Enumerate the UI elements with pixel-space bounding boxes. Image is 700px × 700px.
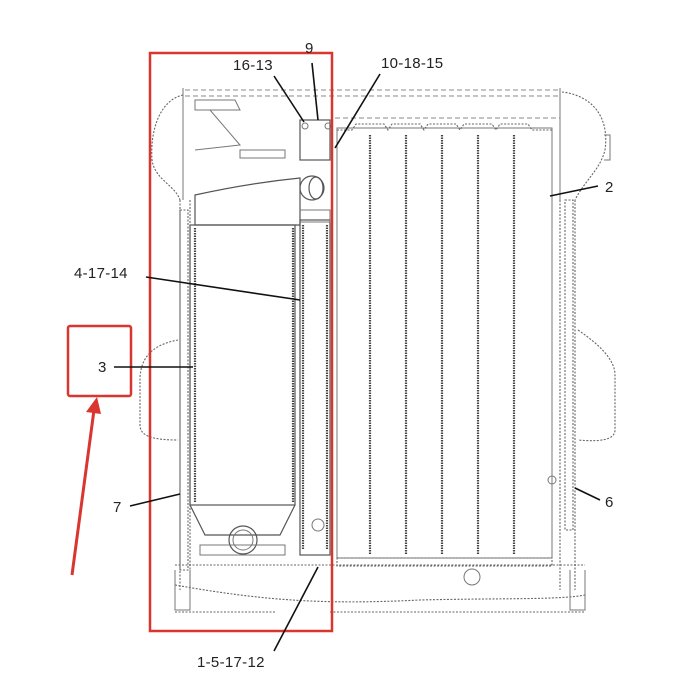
callout-6: 6: [605, 494, 614, 511]
callout-16-13: 16-13: [233, 57, 273, 74]
aftercooler-assembly: [179, 119, 332, 571]
radiator-core: [336, 123, 574, 586]
callout-2: 2: [605, 179, 614, 196]
highlight-box-aftercooler: [148, 51, 334, 633]
leader-lines: [114, 62, 601, 652]
radiator-frame: [139, 88, 616, 613]
callout-3: 3: [98, 359, 107, 376]
callout-9: 9: [305, 40, 314, 57]
callout-7: 7: [113, 499, 122, 516]
callout-4-17-14: 4-17-14: [74, 265, 128, 282]
callout-1-5-17-12: 1-5-17-12: [197, 654, 265, 671]
callout-10-18-15: 10-18-15: [381, 55, 443, 72]
highlight-box-callout-3: [66, 324, 133, 398]
red-arrow-icon: [70, 397, 101, 576]
